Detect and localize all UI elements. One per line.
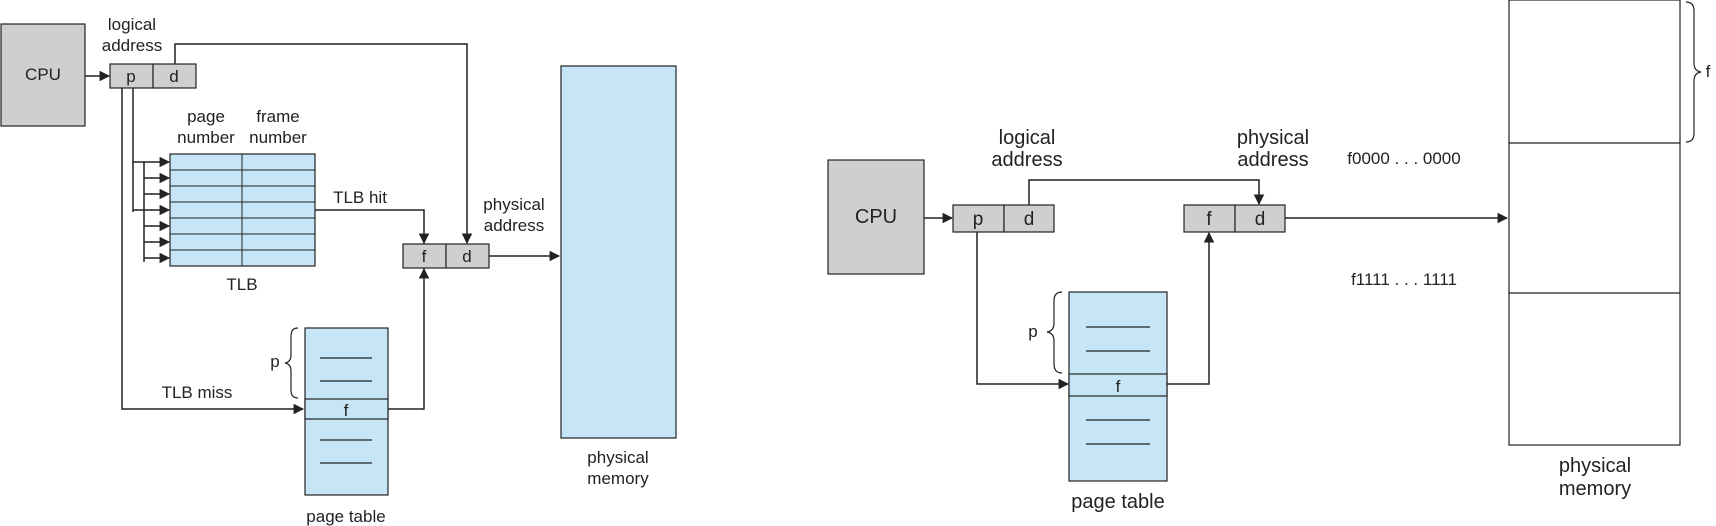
tlb-col2-header-2: number: [249, 128, 307, 147]
tlb-hit-label: TLB hit: [333, 188, 387, 207]
right-diagram: CPU logical address p d physical address…: [827, 0, 1711, 513]
right-page-table-brace: [1046, 291, 1063, 374]
left-physical-f-cell: [402, 243, 447, 269]
left-physical-d: d: [462, 247, 471, 266]
left-cpu-label: CPU: [25, 65, 61, 84]
left-physical-f: f: [422, 247, 427, 266]
left-page-table-label: page table: [306, 507, 385, 526]
left-logical-p-cell: [109, 63, 154, 89]
left-physical-memory-label-2: memory: [587, 469, 649, 488]
right-logical-d: d: [1024, 209, 1035, 230]
left-page-table-brace: [284, 327, 299, 399]
tlb-miss-label: TLB miss: [162, 383, 233, 402]
left-physical-address-label-2: address: [484, 216, 544, 235]
right-cpu-box: [827, 159, 925, 275]
right-offset-route: [1028, 179, 1265, 206]
right-physical-d-cell: [1234, 204, 1286, 233]
left-physical-memory: [560, 65, 677, 439]
right-physical-address-label-2: address: [1237, 149, 1308, 171]
right-physical-address-label-1: physical: [1237, 127, 1309, 149]
tlb-col2-header-1: frame: [256, 107, 299, 126]
frame-brace: [1685, 1, 1702, 143]
right-logical-address-label-2: address: [991, 149, 1062, 171]
left-page-table-p: p: [270, 352, 279, 371]
frame-brace-label: f: [1706, 62, 1711, 81]
right-page-table: [1068, 291, 1168, 482]
tlb-table: [169, 153, 316, 267]
right-page-table-f: f: [1116, 377, 1121, 396]
right-logical-address-label-1: logical: [999, 127, 1056, 149]
tlb-search-arrows: [132, 88, 171, 264]
right-physical-f-cell: [1183, 204, 1236, 233]
right-page-lookup-arrow: [976, 232, 1070, 390]
left-frame-arrow: [388, 267, 430, 410]
left-page-table-f: f: [344, 401, 349, 420]
tlb-col1-header-1: page: [187, 107, 225, 126]
left-offset-route: [174, 43, 473, 245]
left-logical-address-label-2: address: [102, 36, 162, 55]
left-logical-d: d: [169, 67, 178, 86]
frame-start-address: f0000 . . . 0000: [1347, 149, 1460, 168]
left-diagram: CPU logical address p d page number fram…: [0, 15, 677, 526]
right-physical-memory-label-2: memory: [1559, 478, 1631, 500]
left-physical-address-label-1: physical: [483, 195, 544, 214]
right-page-table-p: p: [1028, 322, 1037, 341]
tlb-miss-arrow: [121, 88, 305, 415]
right-logical-p: p: [973, 209, 984, 230]
left-logical-p: p: [126, 67, 135, 86]
right-logical-d-cell: [1003, 204, 1055, 233]
left-page-table: [304, 327, 389, 496]
tlb-hit-arrow: [315, 209, 430, 245]
right-logical-p-cell: [952, 204, 1005, 233]
right-cpu-label: CPU: [855, 206, 897, 228]
tlb-col1-header-2: number: [177, 128, 235, 147]
right-physical-memory-label-1: physical: [1559, 455, 1631, 477]
right-physical-memory: [1508, 0, 1681, 446]
left-physical-d-cell: [445, 243, 490, 269]
right-frame-arrow: [1167, 231, 1215, 385]
frame-end-address: f1111 . . . 1111: [1351, 270, 1457, 289]
left-cpu-box: [0, 23, 86, 127]
right-physical-f: f: [1206, 209, 1212, 230]
tlb-label: TLB: [226, 275, 257, 294]
right-page-table-label: page table: [1071, 491, 1164, 513]
left-logical-address-label-1: logical: [108, 15, 156, 34]
right-physical-d: d: [1255, 209, 1266, 230]
left-physical-memory-label-1: physical: [587, 448, 648, 467]
